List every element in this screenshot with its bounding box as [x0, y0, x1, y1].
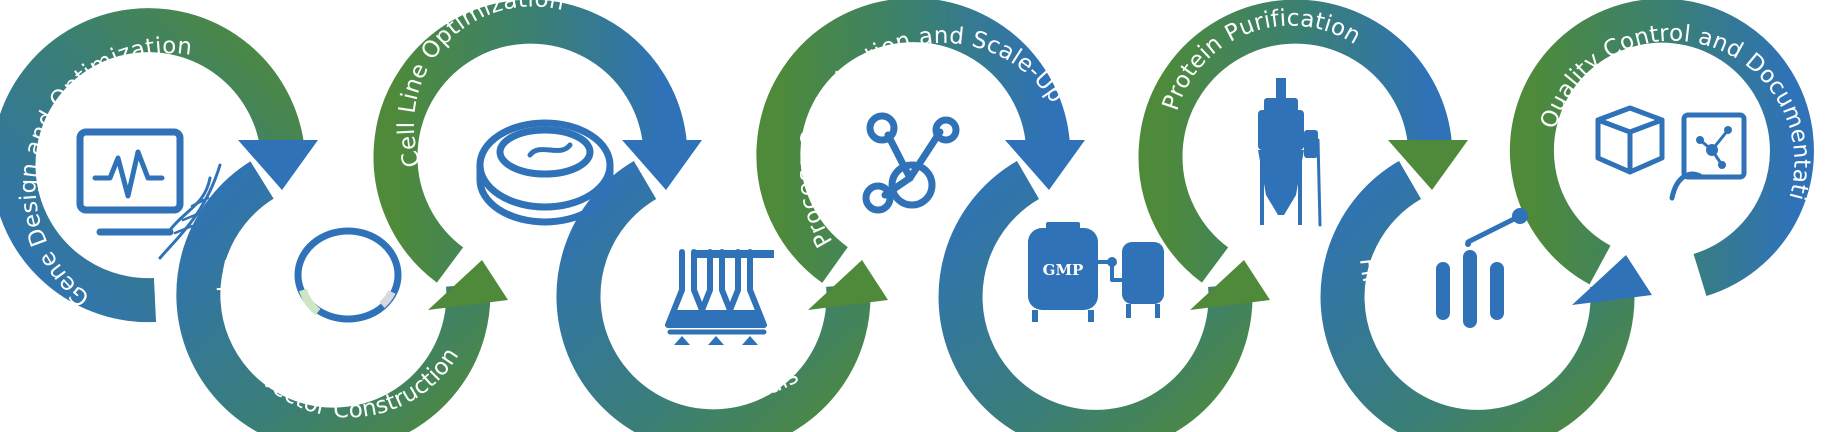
- arrowhead-small: [808, 260, 888, 310]
- box-tablet-icon: [1595, 105, 1747, 201]
- arrowhead-gene: [238, 140, 318, 190]
- test-tubes-pipette-icon: [1436, 208, 1528, 328]
- arc-gene-design: [0, 8, 304, 323]
- petri-dish-icon: [476, 119, 614, 226]
- arrowhead-cellline: [622, 140, 702, 190]
- arrowhead-process: [1005, 140, 1085, 190]
- arc-quality-control: [1509, 0, 1814, 297]
- arc-large-scale: [938, 160, 1253, 432]
- gmp-text: GMP: [1043, 261, 1084, 279]
- arc-final-testing: [1320, 160, 1635, 432]
- arc-purification: [1138, 0, 1452, 283]
- shake-flasks-icon: [665, 249, 774, 345]
- bioreactor-tanks-icon: GMP: [1028, 222, 1164, 322]
- molecule-nodes-icon: [862, 112, 960, 214]
- arc-small-scale: [556, 161, 871, 432]
- purification-column-icon: [1258, 78, 1322, 227]
- arrowhead-large: [1190, 260, 1270, 310]
- plasmid-ring-icon: [294, 227, 402, 323]
- arc-process: [756, 0, 1070, 283]
- arc-cell-line: [373, 0, 687, 283]
- arrowhead-purify: [1388, 140, 1468, 190]
- monitor-dna-icon: [76, 128, 222, 260]
- arrowhead-vector: [428, 260, 508, 310]
- arc-expression-vector: [176, 161, 491, 432]
- arrowhead-final: [1572, 255, 1652, 305]
